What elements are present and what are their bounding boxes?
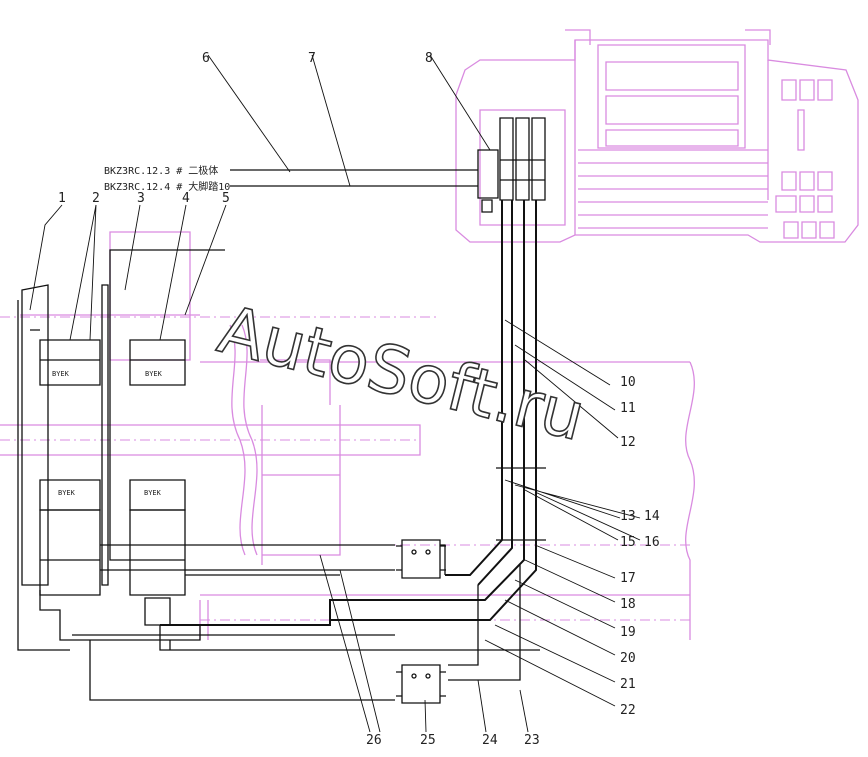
callout-1: 1 — [58, 191, 66, 206]
callout-2: 2 — [92, 191, 100, 206]
callout-26: 26 — [366, 733, 382, 748]
leader-lines — [29, 54, 641, 733]
callout-25: 25 — [420, 733, 436, 748]
watermark-text: AutoSoft.ru — [211, 291, 592, 456]
callout-19: 19 — [620, 625, 636, 640]
air-tank-left — [17, 284, 101, 651]
tank-label-4: BYEK — [144, 489, 162, 497]
vehicle-outline — [0, 29, 859, 640]
callout-7: 7 — [308, 51, 316, 66]
tank-label-1: BYEK — [52, 370, 70, 378]
cable-note-2: BKZ3RC.12.4 # 大脚踏10 — [104, 180, 230, 193]
callout-22: 22 — [620, 703, 636, 718]
callout-16: 16 — [644, 535, 660, 550]
tank-label-2: BYEK — [145, 370, 163, 378]
callout-23: 23 — [524, 733, 540, 748]
callout-5: 5 — [222, 191, 230, 206]
callout-4: 4 — [182, 191, 190, 206]
pipe-bundle — [160, 200, 546, 681]
callout-15: 15 — [620, 535, 636, 550]
callout-10: 10 — [620, 375, 636, 390]
callout-20: 20 — [620, 651, 636, 666]
callout-11: 11 — [620, 401, 636, 416]
air-lines — [39, 249, 540, 701]
cable-lines — [230, 169, 478, 187]
callout-21: 21 — [620, 677, 636, 692]
cable-note-1: BKZ3RC.12.3 # 二极体 — [104, 164, 218, 177]
relay-valve-lower — [396, 664, 446, 704]
callout-12: 12 — [620, 435, 636, 450]
callout-3: 3 — [137, 191, 145, 206]
callout-8: 8 — [425, 51, 433, 66]
callout-6: 6 — [202, 51, 210, 66]
valve-assembly — [477, 117, 546, 213]
callout-17: 17 — [620, 571, 636, 586]
callout-18: 18 — [620, 597, 636, 612]
air-tank-right — [101, 284, 186, 626]
relay-valve-upper — [396, 539, 446, 579]
callout-24: 24 — [482, 733, 498, 748]
tank-label-3: BYEK — [58, 489, 76, 497]
callout-13: 13 — [620, 509, 636, 524]
callout-14: 14 — [644, 509, 660, 524]
